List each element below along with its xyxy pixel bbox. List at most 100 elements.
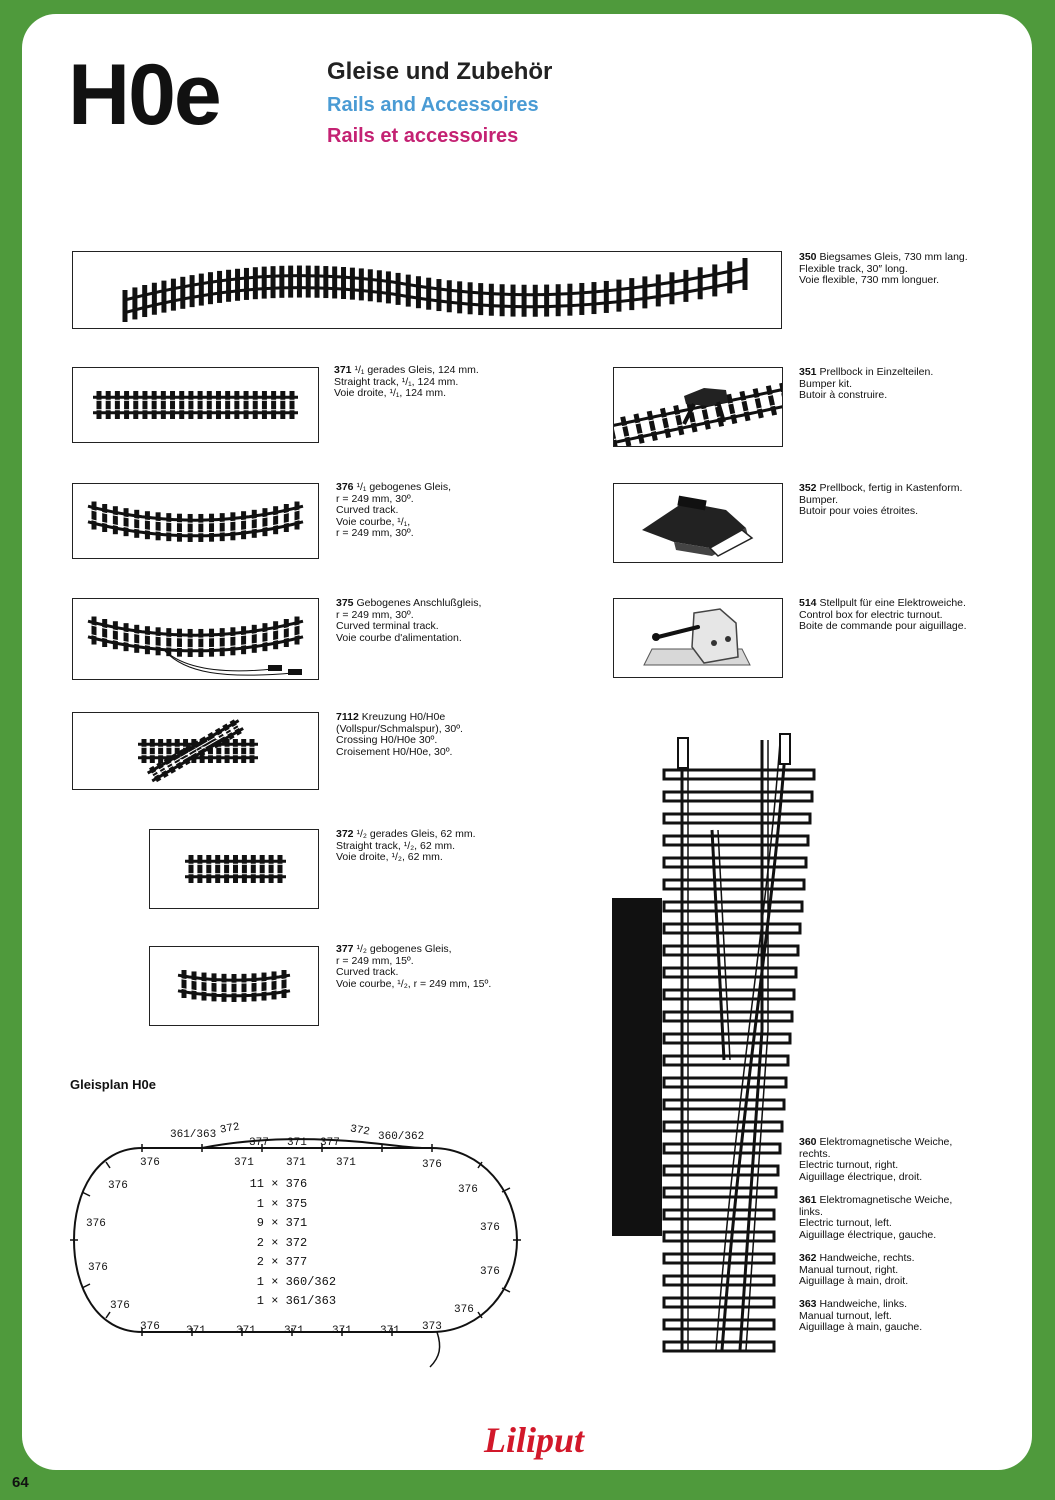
caption-361: 361 Elektromagnetische Weiche,links.Elec…	[799, 1194, 953, 1241]
part-quantity: 1	[256, 1294, 264, 1308]
caption-line: Voie flexible, 730 mm longuer.	[799, 274, 940, 287]
parts-list-row: 1 × 361/363	[242, 1294, 336, 1308]
caption-line: r = 249 mm, 30º.	[336, 492, 414, 505]
plan-label: 371	[286, 1157, 306, 1169]
control-box-514-image	[613, 598, 783, 678]
part-code: 377	[285, 1255, 308, 1269]
plan-label: 371	[380, 1325, 400, 1337]
caption-line: 7112 Kreuzung H0/H0e	[336, 711, 446, 723]
flexible-track-image	[72, 251, 782, 329]
plan-label: 376	[86, 1218, 106, 1230]
caption-line: Voie courbe, ¹/₁,	[336, 515, 411, 528]
plan-label: 376	[480, 1222, 500, 1234]
caption-line: 350 Biegsames Gleis, 730 mm lang.	[799, 251, 968, 263]
caption-line: Voie courbe, ¹/₂, r = 249 mm, 15º.	[336, 977, 492, 990]
plan-label: 371	[284, 1325, 304, 1337]
caption-line: Electric turnout, right.	[799, 1159, 899, 1172]
caption-line: Voie droite, ¹/₂, 62 mm.	[336, 851, 443, 864]
title-french: Rails et accessoires	[327, 125, 519, 147]
times-sign: ×	[264, 1216, 286, 1230]
caption-375: 375 Gebogenes Anschlußgleis,r = 249 mm, …	[336, 597, 482, 644]
caption-line: 376 ¹/₁ gebogenes Gleis,	[336, 481, 452, 493]
times-sign: ×	[264, 1177, 286, 1191]
crossing-7112-image	[72, 712, 319, 790]
caption-352: 352 Prellbock, fertig in Kastenform.Bump…	[799, 482, 963, 518]
caption-line: Electric turnout, left.	[799, 1217, 892, 1230]
curved-track-377-image	[149, 946, 319, 1026]
item-number: 514	[799, 597, 817, 609]
part-code: 371	[285, 1216, 308, 1230]
control-box-514-illustration	[643, 608, 751, 666]
bumper-kit-351-image	[613, 367, 783, 447]
straight-track-371-illustration	[93, 391, 298, 419]
times-sign: ×	[264, 1235, 286, 1250]
caption-line: Voie courbe d'alimentation.	[336, 631, 462, 644]
plan-label: 373	[422, 1321, 442, 1333]
plan-label: 371	[236, 1325, 256, 1337]
caption-line: 351 Prellbock in Einzelteilen.	[799, 366, 934, 378]
crossing-7112-illustration	[138, 719, 258, 783]
caption-line: Flexible track, 30″ long.	[799, 262, 908, 275]
plan-label: 371	[234, 1157, 254, 1169]
caption-372: 372 ¹/₂ gerades Gleis, 62 mm.Straight tr…	[336, 828, 476, 864]
page-number: 64	[12, 1474, 29, 1491]
parts-list-row: 1 × 360/362	[242, 1275, 336, 1289]
item-number: 375	[336, 597, 354, 609]
item-number: 350	[799, 251, 817, 263]
plan-label: 376	[140, 1157, 160, 1169]
straight-track-372-illustration	[185, 855, 286, 883]
caption-line: Aiguillage électrique, droit.	[799, 1170, 923, 1183]
plan-label: 376	[458, 1184, 478, 1196]
plan-label: 376	[108, 1180, 128, 1192]
plan-label: 376	[88, 1262, 108, 1274]
item-number: 363	[799, 1298, 817, 1310]
part-code: 361/363	[285, 1294, 337, 1308]
bumper-352-illustration	[642, 495, 754, 557]
plan-label: 377	[249, 1137, 269, 1149]
part-code: 372	[285, 1235, 308, 1250]
parts-list-row: 1 × 375	[242, 1197, 307, 1211]
times-sign: ×	[264, 1294, 286, 1308]
caption-line: 514 Stellpult für eine Elektroweiche.	[799, 597, 966, 609]
item-number: 360	[799, 1136, 817, 1148]
straight-track-372-image	[149, 829, 319, 909]
track-plan-diagram	[70, 1138, 521, 1368]
track-plan-title: Gleisplan H0e	[70, 1077, 156, 1092]
caption-376: 376 ¹/₁ gebogenes Gleis,r = 249 mm, 30º.…	[336, 481, 452, 540]
caption-line: Butoir à construire.	[799, 389, 888, 402]
caption-line: Aiguillage électrique, gauche.	[799, 1228, 937, 1241]
caption-363: 363 Handweiche, links.Manual turnout, le…	[799, 1298, 922, 1334]
flexible-track-illustration	[122, 258, 748, 322]
times-sign: ×	[264, 1274, 286, 1289]
part-quantity: 9	[256, 1216, 264, 1230]
caption-line: Control box for electric turnout.	[799, 608, 943, 621]
plan-label: 376	[480, 1266, 500, 1278]
parts-list-row: 2 × 372	[242, 1236, 307, 1250]
caption-line: 352 Prellbock, fertig in Kastenform.	[799, 482, 963, 494]
caption-line: Straight track, ¹/₂, 62 mm.	[336, 839, 456, 852]
caption-line: (Vollspur/Schmalspur), 30º.	[336, 722, 463, 735]
plan-label: 371	[287, 1137, 307, 1149]
caption-line: 361 Elektromagnetische Weiche,	[799, 1194, 953, 1206]
liliput-brand-logo: Liliput	[484, 1420, 585, 1460]
plan-label: 377	[320, 1137, 340, 1149]
item-number: 351	[799, 366, 817, 378]
bumper-kit-351-illustration	[614, 382, 782, 446]
caption-line: r = 249 mm, 30º.	[336, 527, 414, 540]
caption-line: Curved track.	[336, 504, 399, 517]
title-english: Rails and Accessoires	[327, 94, 539, 116]
parts-list-row: 9 × 371	[242, 1216, 307, 1230]
item-number: 361	[799, 1194, 817, 1206]
caption-line: links.	[799, 1205, 823, 1218]
plan-label: 371	[332, 1325, 352, 1337]
caption-line: Bumper kit.	[799, 377, 853, 390]
item-number: 352	[799, 482, 817, 494]
caption-360: 360 Elektromagnetische Weiche,rechts.Ele…	[799, 1136, 952, 1183]
caption-line: 375 Gebogenes Anschlußgleis,	[336, 597, 482, 609]
caption-351: 351 Prellbock in Einzelteilen.Bumper kit…	[799, 366, 934, 402]
part-quantity: 2	[256, 1255, 264, 1269]
times-sign: ×	[264, 1255, 286, 1269]
caption-line: 372 ¹/₂ gerades Gleis, 62 mm.	[336, 828, 476, 840]
caption-362: 362 Handweiche, rechts.Manual turnout, r…	[799, 1252, 915, 1288]
part-code: 360/362	[285, 1274, 337, 1289]
